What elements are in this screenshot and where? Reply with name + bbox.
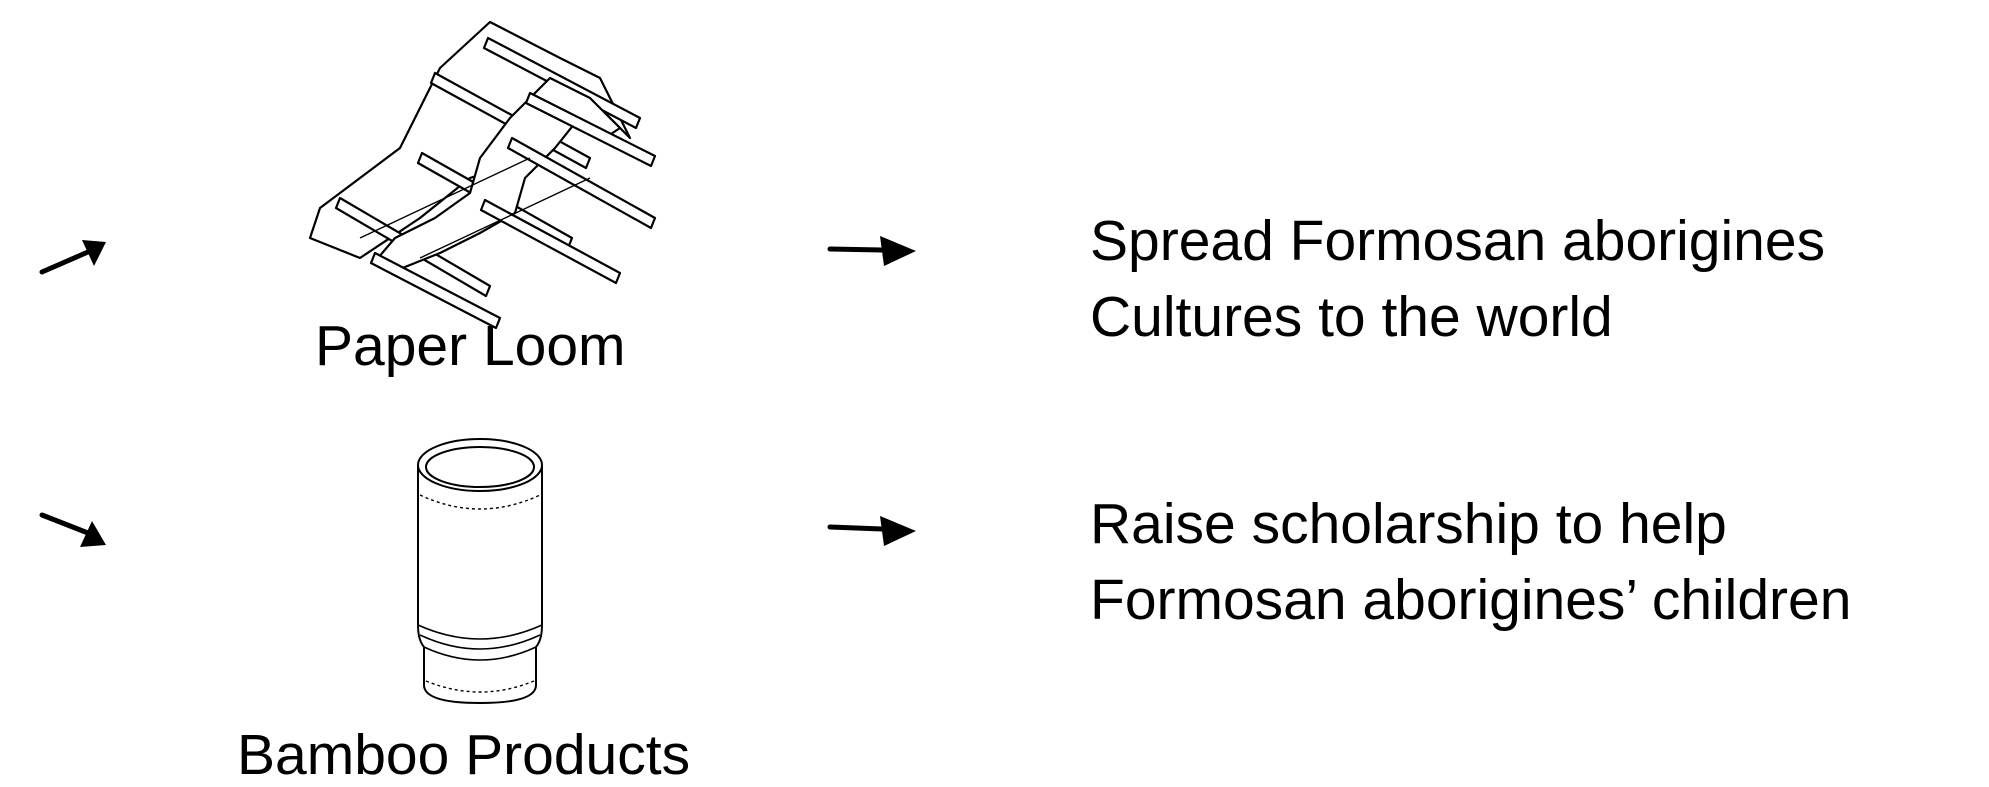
goal-1-line-1: Spread Formosan aborigines [1090, 209, 1826, 273]
paper-loom-illustration [308, 20, 657, 330]
goal-text-1: Spread Formosan aborigines Cultures to t… [1090, 203, 1825, 355]
goal-1-line-2: Cultures to the world [1090, 285, 1613, 349]
outgoing-arrow-1 [827, 236, 916, 266]
product-label-bamboo: Bamboo Products [237, 723, 691, 787]
outgoing-arrow-2 [827, 516, 916, 546]
goal-text-2: Raise scholarship to help Formosan abori… [1090, 486, 1851, 638]
goal-2-line-1: Raise scholarship to help [1090, 492, 1727, 556]
incoming-arrow-2 [39, 512, 106, 547]
incoming-arrow-1 [39, 240, 106, 275]
bamboo-cylinder-illustration [417, 438, 543, 705]
goal-2-line-2: Formosan aborigines’ children [1090, 568, 1852, 632]
product-label-paper-loom: Paper Loom [315, 314, 626, 378]
